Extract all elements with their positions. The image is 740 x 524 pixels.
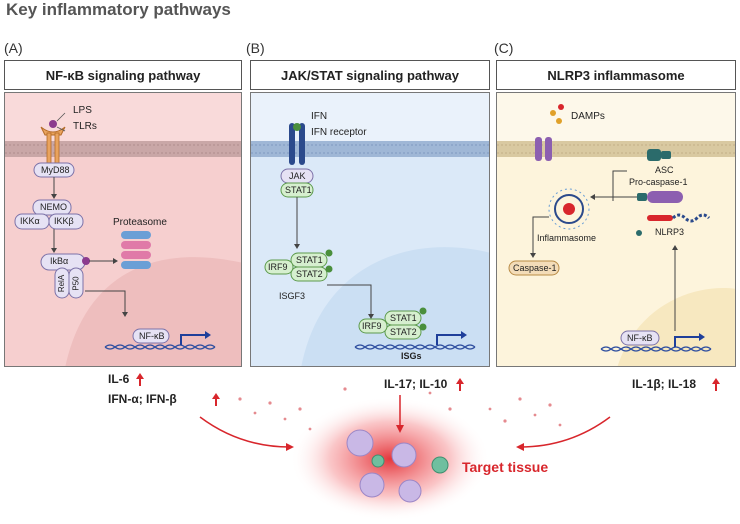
panel-b-art (251, 93, 489, 366)
inflammation-glow (290, 397, 490, 521)
isgf3-label: ISGF3 (279, 291, 306, 301)
node-jak (280, 168, 314, 198)
stat1-label-b2: STAT1 (296, 255, 323, 265)
isgf3-nuclear (358, 307, 427, 340)
ifn-icon (293, 123, 301, 131)
ikka-label: IKKα (20, 216, 40, 226)
panel-a-letter: (A) (4, 40, 23, 56)
irf9-label-b2: IRF9 (362, 321, 382, 331)
inflammasome-icon (548, 188, 590, 230)
ifn-receptor-icon (289, 123, 305, 165)
node-nemo (14, 199, 84, 230)
ifn-receptor-label: IFN receptor (311, 127, 367, 138)
proteasome-icon (121, 231, 151, 269)
panel-a-title: NF-κB signaling pathway (4, 60, 242, 90)
ikba-label: IkBα (50, 256, 69, 266)
nlrp3-icon (636, 213, 711, 236)
dna-a (104, 344, 216, 350)
panel-a-art (5, 93, 241, 366)
p50-label: P50 (71, 276, 81, 291)
panel-b-title: JAK/STAT signaling pathway (250, 60, 490, 90)
stat1-label-b3: STAT1 (390, 313, 417, 323)
figure-title: Key inflammatory pathways (6, 0, 231, 19)
isgf3-complex (264, 249, 333, 282)
node-nfkb-a (132, 328, 170, 344)
up-arrows (136, 373, 720, 406)
caspase1-label: Caspase-1 (513, 263, 557, 273)
membrane-c (497, 141, 735, 157)
jak-label: JAK (289, 171, 306, 181)
ikkb-label: IKKβ (54, 216, 74, 226)
tlrs-label: TLRs (73, 121, 97, 132)
damps-icon (550, 104, 564, 124)
debris-dots (238, 387, 562, 431)
cytokine-ifn-ab: IFN-α; IFN-β (108, 392, 177, 406)
panel-c-letter: (C) (494, 40, 514, 56)
nfkb-label-c: NF-κB (627, 333, 653, 343)
panel-b-letter: (B) (246, 40, 265, 56)
ifn-label: IFN (311, 111, 328, 122)
target-tissue-label: Target tissue (462, 459, 549, 475)
panel-a: LPS TLRs MyD88 NEMO IKKα IKKβ Proteasome… (4, 92, 242, 367)
membrane-a (5, 141, 241, 157)
dna-c (600, 346, 712, 352)
node-nfkb-c (620, 330, 660, 346)
lps-label: LPS (73, 105, 92, 116)
target-region-art (136, 373, 720, 521)
nemo-label: NEMO (40, 202, 67, 212)
tlr-receptor-icon (40, 126, 66, 164)
nlrp3-label: NLRP3 (655, 227, 685, 237)
cytokine-il6: IL-6 (108, 372, 130, 386)
nucleus-a (65, 257, 241, 366)
stat2-label-b2: STAT2 (296, 269, 323, 279)
cytokine-il17-il10: IL-17; IL-10 (384, 377, 448, 391)
lps-icon (49, 120, 57, 128)
phospho-icon (82, 257, 90, 265)
cytokine-il1b-il18: IL-1β; IL-18 (632, 377, 696, 391)
procaspase-icon (637, 191, 683, 203)
rela-label: RelA (57, 274, 67, 293)
membrane-b (251, 141, 489, 157)
nucleus-b (301, 247, 489, 366)
panel-c-art (497, 93, 735, 366)
p2x7-channel-icon (535, 137, 552, 161)
stat2-label-b3: STAT2 (390, 327, 417, 337)
tissue-cells (346, 429, 449, 503)
node-caspase1 (508, 260, 560, 276)
panel-c-title: NLRP3 inflammasome (496, 60, 736, 90)
panel-b: IFN IFN receptor JAK STAT1 STAT1 STAT2 I… (250, 92, 490, 367)
asc-label: ASC (655, 165, 674, 175)
inflammasome-label: Inflammasome (537, 233, 597, 243)
irf9-label-b1: IRF9 (268, 262, 288, 272)
nfkb-label-a: NF-κB (139, 331, 165, 341)
proteasome-label: Proteasome (113, 217, 167, 228)
myd88-label: MyD88 (41, 165, 70, 175)
damps-label: DAMPs (571, 111, 605, 122)
isgs-label: ISGs (401, 351, 422, 361)
dna-b (354, 344, 476, 350)
asc-icon (647, 149, 671, 161)
procaspase-label: Pro-caspase-1 (629, 177, 688, 187)
panel-c: DAMPs ASC Pro-caspase-1 Inflammasome NLR… (496, 92, 736, 367)
stat1-label-b1: STAT1 (285, 185, 312, 195)
